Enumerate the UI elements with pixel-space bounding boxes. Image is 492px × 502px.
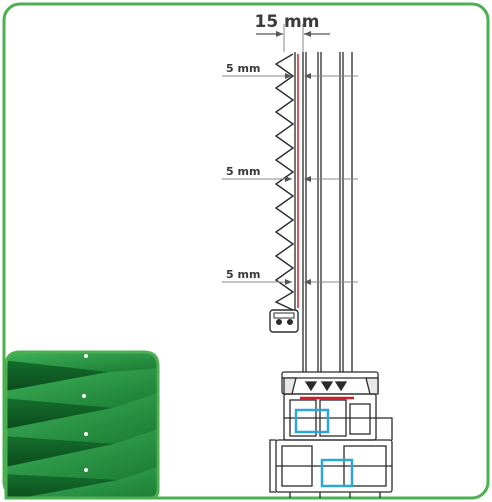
spacing-dimension-2: 5 mm xyxy=(222,165,358,182)
steel-reinforcement-lower xyxy=(320,458,354,488)
glazing-panes xyxy=(294,52,353,372)
steel-reinforcement-upper xyxy=(294,408,330,434)
spacing-dimension-1: 5 mm xyxy=(222,62,358,79)
pleated-blind-zigzag xyxy=(274,53,295,311)
top-dimension: 15 mm xyxy=(254,12,330,52)
blind-bottom-rail xyxy=(269,309,299,333)
spacing-dimension-3: 5 mm xyxy=(222,268,358,285)
spacing-label-2: 5 mm xyxy=(226,165,260,178)
spacing-label-3: 5 mm xyxy=(226,268,260,281)
gap-dimension-label: 15 mm xyxy=(254,12,319,32)
window-frame-profile xyxy=(269,371,393,498)
spacing-label-1: 5 mm xyxy=(226,62,260,75)
inset-frame xyxy=(4,350,160,500)
pleated-blind-photo xyxy=(6,352,158,498)
